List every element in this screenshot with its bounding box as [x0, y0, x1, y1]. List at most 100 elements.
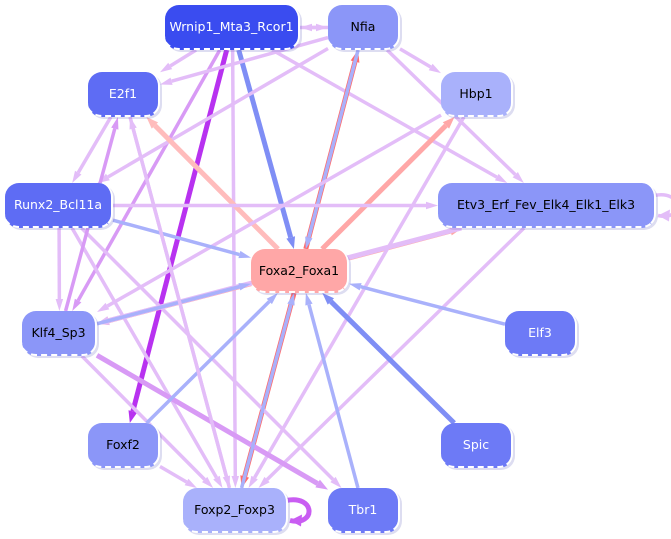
edge-wrnip1-to-foxf2 — [128, 49, 230, 423]
arrowhead — [426, 201, 438, 210]
edge-line — [230, 49, 238, 477]
arrowhead — [287, 293, 295, 306]
node-wrnip1-mta3-rcor1[interactable]: Wrnip1_Mta3_Rcor1 — [165, 5, 300, 50]
node-elf3[interactable]: Elf3 — [505, 311, 577, 356]
edge-line — [239, 304, 293, 489]
edge-line — [271, 48, 498, 179]
edge-line — [96, 285, 240, 326]
edge-line — [171, 35, 329, 83]
arrowhead — [349, 283, 362, 291]
edge-line — [131, 128, 232, 489]
edge-elf3-to-foxa2 — [349, 283, 506, 326]
edge-foxa2-to-e2f1 — [146, 117, 280, 251]
edge-line — [145, 300, 271, 425]
edge-nfia-to-e2f1 — [160, 35, 329, 85]
edge-line — [169, 48, 197, 68]
edge-runx2-to-foxp2 — [70, 227, 223, 488]
node-label: Elf3 — [528, 325, 552, 340]
edge-nfia-to-wrnip1 — [300, 23, 328, 32]
edge-foxf2-to-foxa2 — [145, 293, 278, 425]
arrowhead — [658, 209, 670, 222]
edge-line — [360, 285, 506, 326]
edge-line — [265, 226, 526, 481]
edge-spic-to-foxa2 — [322, 293, 456, 425]
node-foxp2-foxp3[interactable]: Foxp2_Foxp3 — [183, 488, 288, 533]
node-klf4-sp3[interactable]: Klf4_Sp3 — [22, 311, 97, 356]
edge-klf4-to-tbr1 — [95, 353, 328, 490]
arrowhead — [231, 475, 240, 488]
edge-line — [70, 227, 218, 479]
edge-runx2-to-foxa2 — [112, 218, 251, 259]
edge-line — [399, 47, 432, 69]
edge-klf4-to-foxa2 — [96, 283, 251, 326]
node-hbp1[interactable]: Hbp1 — [441, 72, 513, 117]
edge-line — [80, 354, 206, 481]
arrowhead — [315, 479, 328, 490]
edge-runx2-to-etv3 — [113, 201, 438, 210]
node-e2f1[interactable]: E2f1 — [88, 72, 160, 117]
arrowhead — [55, 298, 64, 311]
edge-wrnip1-to-etv3 — [271, 48, 508, 183]
edge-wrnip1-to-e2f1 — [160, 48, 197, 73]
arrowhead — [146, 117, 159, 129]
node-label: Foxp2_Foxp3 — [194, 502, 275, 517]
node-etv3-erf-fev-elk4-elk1-elk3[interactable]: Etv3_Erf_Fev_Elk4_Elk1_Elk3 — [438, 183, 656, 228]
arrowhead — [494, 173, 508, 183]
arrowhead — [72, 298, 82, 311]
arrowhead — [286, 236, 296, 249]
edge-foxp2-to-foxp2 — [285, 497, 312, 527]
node-foxa2-foxa1[interactable]: Foxa2_Foxa1 — [251, 249, 349, 293]
edge-foxf2-to-foxp2 — [159, 464, 197, 488]
edge-runx2-to-klf4 — [55, 227, 64, 311]
node-label: E2f1 — [108, 86, 138, 101]
edge-wrnip1-to-klf4 — [72, 49, 222, 311]
node-foxf2[interactable]: Foxf2 — [88, 423, 160, 468]
edge-runx2-to-tbr1 — [80, 226, 342, 488]
edge-nfia-to-hbp1 — [399, 47, 441, 74]
edge-hbp1-to-foxp2 — [248, 116, 466, 488]
arrowhead — [238, 250, 251, 259]
arrowhead — [111, 117, 119, 130]
arrowhead — [160, 62, 173, 73]
node-label: Spic — [462, 437, 490, 452]
edge-line — [80, 226, 335, 481]
arrowhead — [258, 476, 270, 488]
arrowhead — [129, 117, 137, 130]
edge-line — [130, 49, 230, 413]
node-label: Tbr1 — [348, 502, 378, 517]
arrowhead — [305, 236, 313, 249]
edge-line — [320, 123, 448, 251]
edge-etv3-to-etv3 — [653, 193, 671, 222]
edge-line — [253, 116, 466, 479]
edge-line — [307, 304, 360, 489]
edge-line — [329, 299, 456, 425]
edge-line — [159, 464, 188, 484]
node-label: Runx2_Bcl11a — [13, 197, 103, 212]
arrowhead — [184, 478, 197, 488]
arrowhead — [248, 475, 258, 488]
edge-line — [106, 113, 442, 308]
node-label: Nfia — [350, 19, 376, 34]
edge-line — [307, 49, 360, 238]
arrowhead — [512, 171, 524, 183]
arrowhead — [290, 514, 302, 527]
node-nfia[interactable]: Nfia — [328, 5, 400, 50]
edge-foxp2-to-e2f1 — [129, 117, 232, 489]
edge-klf4-to-foxp2 — [80, 354, 214, 488]
edge-line — [95, 353, 319, 486]
node-label: Hbp1 — [459, 86, 493, 101]
node-spic[interactable]: Spic — [441, 423, 513, 468]
node-label: Klf4_Sp3 — [31, 325, 86, 340]
arrowhead — [322, 293, 335, 305]
edge-wrnip1-to-foxp2 — [230, 49, 240, 488]
arrowhead — [213, 475, 223, 488]
edge-line — [153, 123, 280, 251]
edge-line — [76, 116, 113, 174]
node-runx2-bcl11a[interactable]: Runx2_Bcl11a — [5, 183, 113, 228]
node-tbr1[interactable]: Tbr1 — [328, 488, 400, 533]
edge-foxa2-to-hbp1 — [320, 117, 455, 251]
arrowhead — [330, 476, 342, 488]
edge-e2f1-to-runx2 — [72, 116, 113, 183]
